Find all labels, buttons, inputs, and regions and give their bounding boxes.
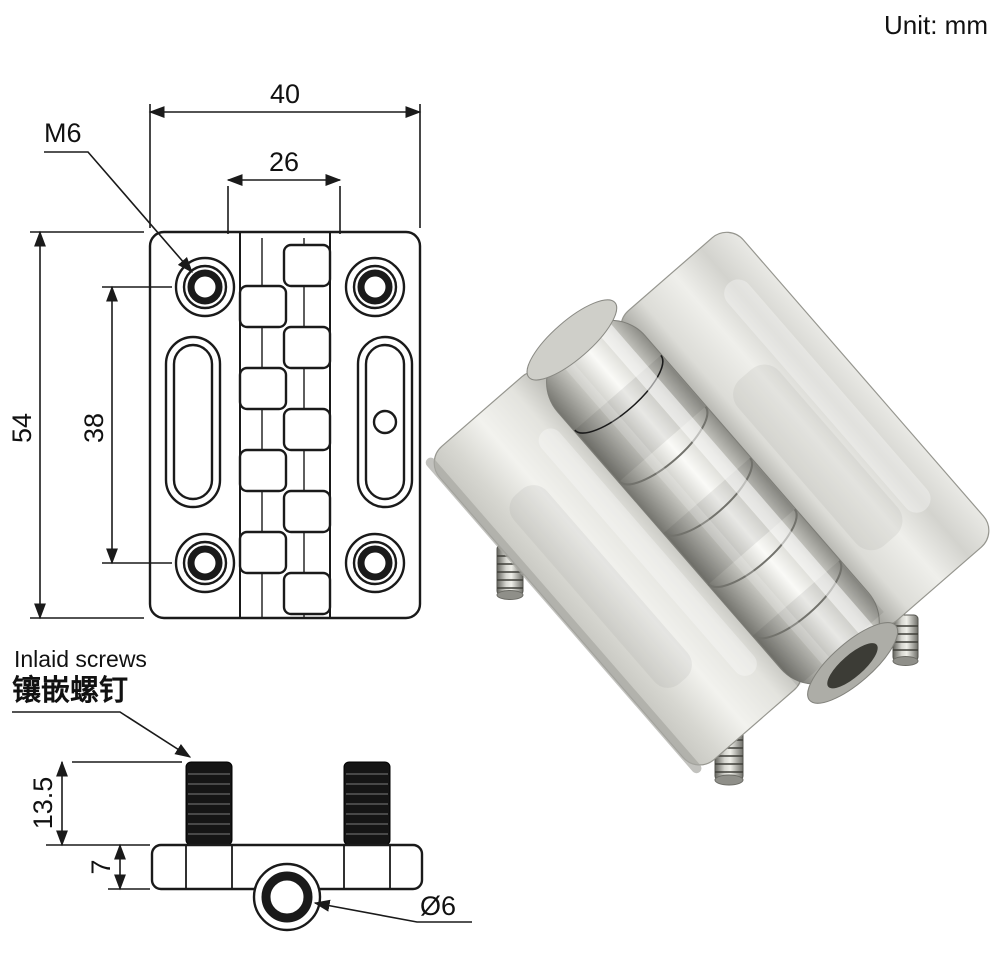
dim-7-text: 7 xyxy=(86,859,116,874)
knuckle-segment xyxy=(238,448,288,493)
corner-hole xyxy=(344,256,406,318)
dim-40-text: 40 xyxy=(270,79,300,109)
corner-hole xyxy=(174,256,236,318)
knuckle-segment xyxy=(238,284,288,329)
knuckle-segment xyxy=(238,366,288,411)
dim-height-54: 54 xyxy=(7,230,144,620)
callout-diameter-6: Ø6 xyxy=(313,891,472,923)
callout-m6: M6 xyxy=(44,118,193,274)
dim-54-text: 54 xyxy=(7,413,37,443)
dim-38-text: 38 xyxy=(79,413,109,443)
corner-hole xyxy=(174,532,236,594)
m6-label: M6 xyxy=(44,118,82,148)
screw-stud xyxy=(892,614,919,666)
dim-spacing-38: 38 xyxy=(79,285,172,565)
knuckle-segment xyxy=(282,325,332,370)
dim-13-5-text: 13.5 xyxy=(28,777,58,830)
knuckle-segment xyxy=(282,489,332,534)
knuckle-segment xyxy=(282,407,332,452)
unit-label: Unit: mm xyxy=(884,10,988,40)
hinge-pin-end xyxy=(807,622,899,704)
slot-right xyxy=(356,335,414,509)
dim-thickness-7: 7 xyxy=(86,843,150,891)
inlaid-screws-label-zh: 镶嵌螺钉 xyxy=(12,673,128,707)
hinge-leaf-left xyxy=(425,365,812,774)
knuckle-segment xyxy=(282,243,332,288)
hinge-front-view: 40 26 54 38 M6 xyxy=(7,79,422,620)
corner-hole xyxy=(344,532,406,594)
slot-left xyxy=(164,335,222,509)
hinge-photo xyxy=(425,231,990,786)
dim-26-text: 26 xyxy=(269,147,299,177)
inlaid-screw xyxy=(343,761,391,846)
hinge-side-view: 13.5 7 Ø6 Inlaid screws 镶嵌螺钉 xyxy=(12,646,472,932)
dia-6-label: Ø6 xyxy=(420,891,456,921)
dim-width-26: 26 xyxy=(226,147,342,234)
hinge-leaf-right xyxy=(614,231,990,632)
dim-width-40: 40 xyxy=(148,79,422,228)
knuckle-segment xyxy=(282,571,332,616)
knuckle-cylinder xyxy=(526,299,899,704)
inlaid-screws-label-en: Inlaid screws xyxy=(14,646,147,672)
knuckle-segment xyxy=(238,530,288,575)
dim-screw-13-5: 13.5 xyxy=(28,760,182,847)
barrel-hole xyxy=(252,862,322,932)
knuckle-end-cap xyxy=(526,299,618,381)
inlaid-screw xyxy=(185,761,233,846)
callout-inlaid-screws: Inlaid screws 镶嵌螺钉 xyxy=(12,646,192,758)
